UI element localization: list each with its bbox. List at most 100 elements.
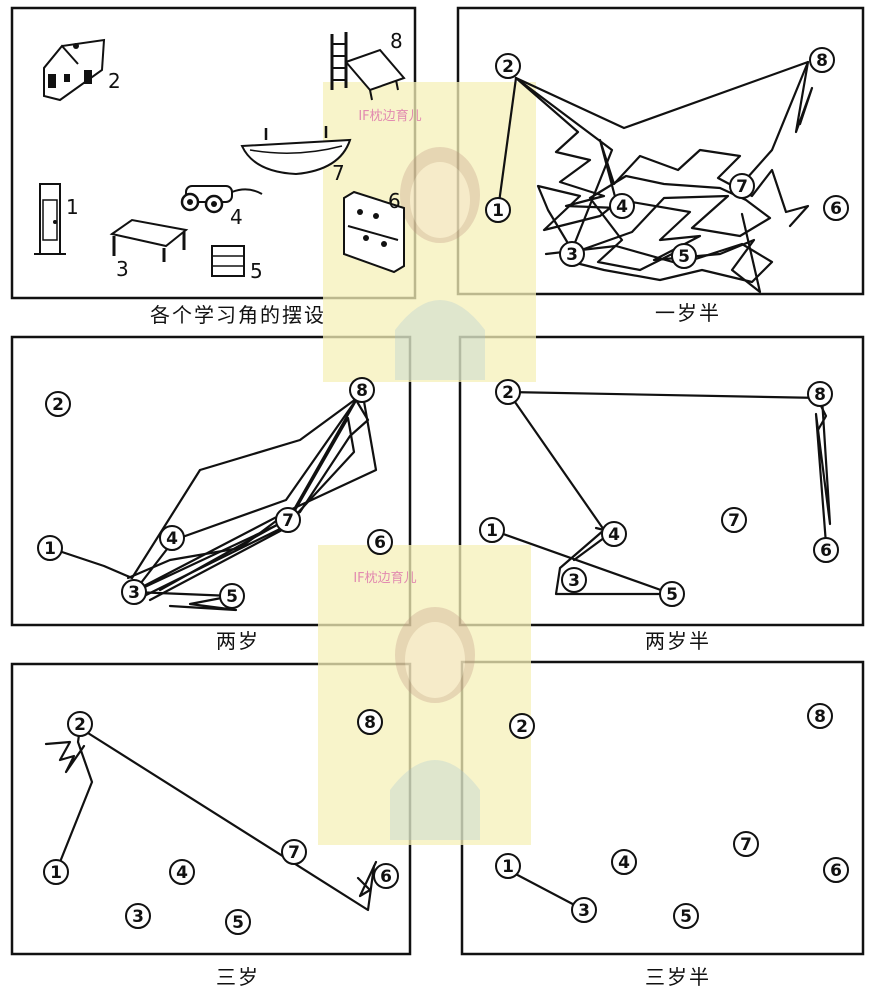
node-label: 1 bbox=[44, 539, 56, 559]
caption-age-1-5: 一岁半 bbox=[655, 301, 721, 325]
node-age-1-5-6: 6 bbox=[823, 195, 849, 221]
node-circle bbox=[659, 581, 685, 607]
node-label: 5 bbox=[232, 913, 244, 933]
node-age-3-5-5: 5 bbox=[673, 903, 699, 929]
watermark-figure-bottom bbox=[390, 607, 480, 840]
node-label: 2 bbox=[52, 395, 64, 415]
node-circle bbox=[823, 195, 849, 221]
node-label: 8 bbox=[356, 381, 368, 401]
node-age-2-5-4: 4 bbox=[601, 521, 627, 547]
node-age-2-5-8: 8 bbox=[807, 381, 833, 407]
node-circle bbox=[357, 709, 383, 735]
water-basin-icon bbox=[240, 126, 352, 176]
node-circle bbox=[559, 241, 585, 267]
node-age-2-5-7: 7 bbox=[721, 507, 747, 533]
node-label: 4 bbox=[618, 853, 630, 873]
node-label: 7 bbox=[740, 835, 752, 855]
node-label: 8 bbox=[814, 385, 826, 405]
node-age-3-2: 2 bbox=[67, 711, 93, 737]
node-circle bbox=[609, 193, 635, 219]
node-age-3-5-7: 7 bbox=[733, 831, 759, 857]
node-label: 3 bbox=[568, 571, 580, 591]
node-circle bbox=[367, 529, 393, 555]
node-circle bbox=[721, 507, 747, 533]
node-age-3-5-2: 2 bbox=[509, 713, 535, 739]
node-circle bbox=[67, 711, 93, 737]
caption-age-3: 三岁 bbox=[216, 965, 260, 989]
node-label: 4 bbox=[608, 525, 620, 545]
node-circle bbox=[37, 535, 63, 561]
path-age-2 bbox=[48, 388, 378, 612]
node-label: 8 bbox=[364, 713, 376, 733]
node-label: 6 bbox=[380, 867, 392, 887]
path-age-1-5 bbox=[496, 60, 814, 294]
caption-age-3-5: 三岁半 bbox=[645, 965, 711, 989]
node-label: 8 bbox=[816, 51, 828, 71]
node-age-3-5-8: 8 bbox=[807, 703, 833, 729]
watermark-figure-top bbox=[395, 147, 485, 380]
node-age-1-5-4: 4 bbox=[609, 193, 635, 219]
node-age-1-5-8: 8 bbox=[809, 47, 835, 73]
node-circle bbox=[495, 379, 521, 405]
layout-number-6: 6 bbox=[388, 189, 401, 213]
node-circle bbox=[373, 863, 399, 889]
layout-number-7: 7 bbox=[332, 161, 345, 185]
node-circle bbox=[169, 859, 195, 885]
node-circle bbox=[673, 903, 699, 929]
node-age-1-5-7: 7 bbox=[729, 173, 755, 199]
node-circle bbox=[485, 197, 511, 223]
node-age-1-5-1: 1 bbox=[485, 197, 511, 223]
node-circle bbox=[807, 381, 833, 407]
node-circle bbox=[125, 903, 151, 929]
shelf-icon bbox=[343, 190, 405, 274]
door-icon bbox=[34, 183, 66, 255]
node-age-2-5-3: 3 bbox=[561, 567, 587, 593]
house-icon bbox=[43, 38, 106, 102]
node-label: 5 bbox=[680, 907, 692, 927]
path-age-3-5 bbox=[506, 868, 586, 912]
node-circle bbox=[495, 853, 521, 879]
node-age-1-5-3: 3 bbox=[559, 241, 585, 267]
node-circle bbox=[671, 243, 697, 269]
panel-age-2-frame bbox=[10, 335, 412, 627]
toy-car-icon bbox=[180, 185, 263, 214]
node-label: 5 bbox=[678, 247, 690, 267]
caption-layout: 各个学习角的摆设 bbox=[150, 303, 326, 327]
node-circle bbox=[225, 909, 251, 935]
layout-number-2: 2 bbox=[108, 69, 121, 93]
node-age-1-5-2: 2 bbox=[495, 53, 521, 79]
node-label: 4 bbox=[176, 863, 188, 883]
node-label: 7 bbox=[288, 843, 300, 863]
node-label: 5 bbox=[666, 585, 678, 605]
node-age-3-5-4: 4 bbox=[611, 849, 637, 875]
node-label: 4 bbox=[616, 197, 628, 217]
node-age-2-6: 6 bbox=[367, 529, 393, 555]
caption-age-2: 两岁 bbox=[216, 629, 260, 653]
node-circle bbox=[219, 583, 245, 609]
table-icon bbox=[109, 218, 189, 262]
node-age-3-5-1: 1 bbox=[495, 853, 521, 879]
layout-number-3: 3 bbox=[116, 257, 129, 281]
node-label: 3 bbox=[566, 245, 578, 265]
node-circle bbox=[495, 53, 521, 79]
node-label: 3 bbox=[132, 907, 144, 927]
node-circle bbox=[479, 517, 505, 543]
node-age-2-3: 3 bbox=[121, 579, 147, 605]
caption-age-2-5: 两岁半 bbox=[645, 629, 711, 653]
panel-age-2-5-frame bbox=[458, 335, 865, 627]
node-circle bbox=[809, 47, 835, 73]
node-label: 2 bbox=[502, 57, 514, 77]
node-age-3-3: 3 bbox=[125, 903, 151, 929]
node-age-2-5-5: 5 bbox=[659, 581, 685, 607]
node-label: 2 bbox=[516, 717, 528, 737]
node-circle bbox=[281, 839, 307, 865]
node-label: 2 bbox=[502, 383, 514, 403]
layout-objects: 1 2 3 4 5 6 7 8 bbox=[34, 29, 406, 283]
node-age-3-5-3: 3 bbox=[571, 897, 597, 923]
node-label: 7 bbox=[728, 511, 740, 531]
node-circle bbox=[571, 897, 597, 923]
path-age-2-5 bbox=[490, 390, 832, 596]
node-age-3-8: 8 bbox=[357, 709, 383, 735]
